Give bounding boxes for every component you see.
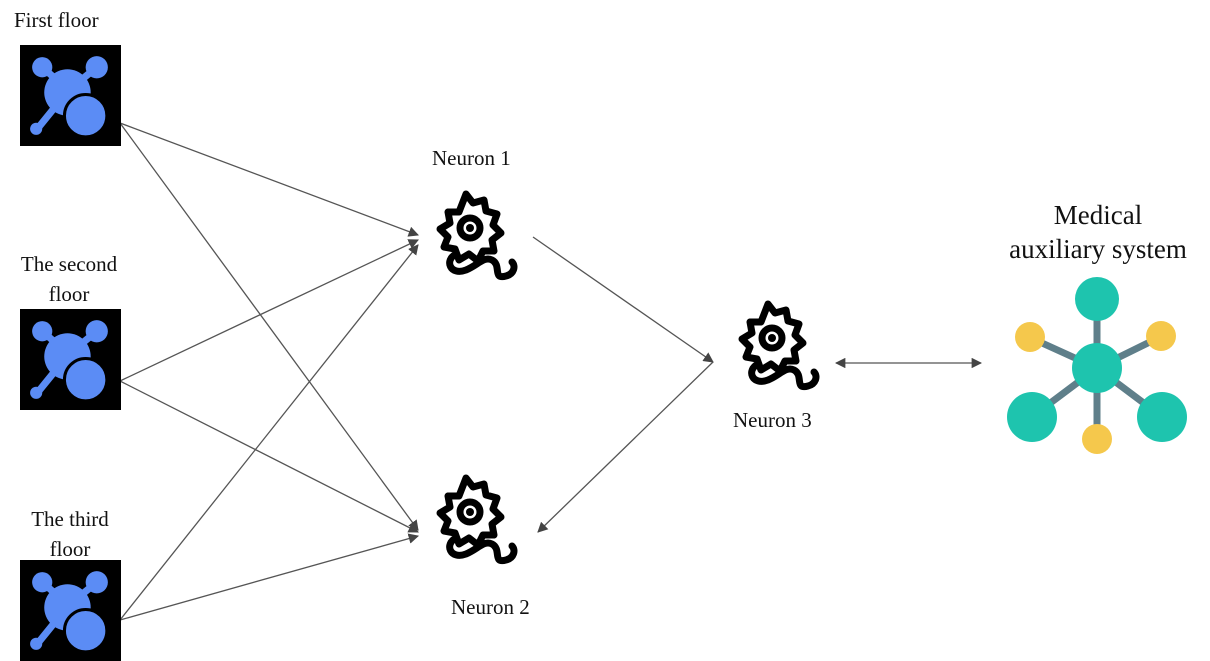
neuron-2-gear-icon: [426, 474, 522, 570]
arrow-floor3-neuron2: [119, 533, 420, 621]
arrow-floor3-neuron1: [119, 244, 419, 621]
neuron-3-gear-icon: [728, 300, 824, 396]
floor-3-network-node-icon: [20, 560, 121, 661]
arrow-floor2-neuron1: [119, 239, 419, 382]
floor-3-label: The third floor: [31, 507, 109, 561]
arrow-neuron1-neuron3: [532, 236, 714, 363]
neuron-1-label: Neuron 1: [432, 146, 511, 170]
neuron-3-label: Neuron 3: [733, 408, 812, 432]
medical-system-title: Medical auxiliary system: [1009, 200, 1187, 264]
floor-1-label: First floor: [14, 8, 99, 32]
arrow-floor1-neuron2: [119, 122, 419, 531]
arrow-floor2-neuron2: [119, 380, 419, 533]
floor-2-label: The second floor: [20, 252, 118, 306]
floor-1-network-node-icon: [20, 45, 121, 146]
arrow-floor1-neuron1: [119, 122, 419, 237]
neuron-1-gear-icon: [426, 190, 522, 286]
molecule-network-icon: [1005, 276, 1189, 460]
floor-2-network-node-icon: [20, 309, 121, 410]
arrow-neuron3-neuron2: [537, 361, 714, 533]
neuron-2-label: Neuron 2: [451, 595, 530, 619]
